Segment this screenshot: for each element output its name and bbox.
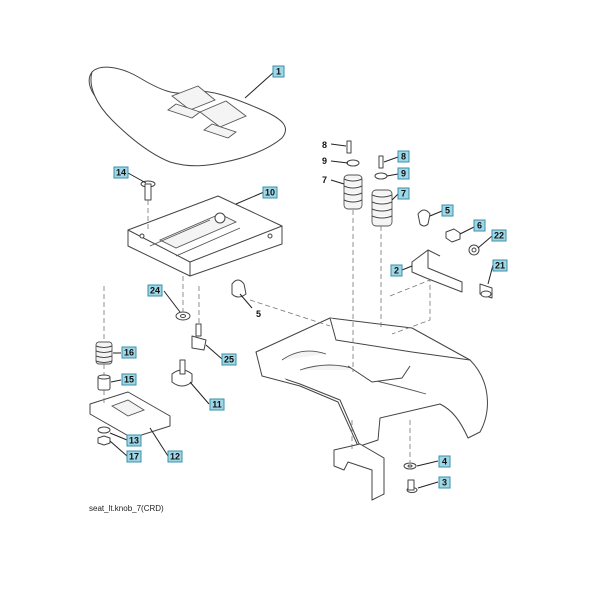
callout-12-label: 12 — [170, 452, 180, 462]
knob-part — [479, 283, 493, 299]
fender-part — [255, 317, 488, 447]
callout-6-label: 6 — [477, 221, 482, 231]
callout-2-label: 2 — [394, 266, 399, 276]
callout-5-right: 5 — [441, 204, 454, 217]
callout-16: 16 — [121, 346, 137, 359]
assembly-lines — [103, 200, 431, 462]
callout-4: 4 — [438, 455, 451, 468]
callout-3-label: 3 — [442, 478, 447, 488]
callout-12: 12 — [167, 450, 183, 463]
seat-pan-part — [127, 195, 283, 277]
callout-8-right: 8 — [397, 150, 410, 163]
spring-left — [343, 140, 363, 210]
callout-6: 6 — [473, 219, 486, 232]
clip-part — [417, 209, 431, 227]
callout-14-label: 14 — [116, 168, 126, 178]
callout-5-right-label: 5 — [445, 206, 450, 216]
bushing-15-part — [97, 374, 111, 391]
bolt-3-part — [406, 479, 418, 493]
callout-8-right-label: 8 — [401, 152, 406, 162]
callout-25-label: 25 — [224, 355, 234, 365]
callout-24-label: 24 — [150, 286, 160, 296]
washer-13-part — [97, 426, 111, 434]
callout-1-label: 1 — [276, 67, 281, 77]
callout-1: 1 — [272, 65, 285, 78]
callout-9-right: 9 — [397, 167, 410, 180]
bracket-part — [411, 249, 463, 293]
washer-part — [403, 462, 417, 470]
callout-9-left-label: 9 — [322, 156, 327, 166]
callout-10-label: 10 — [265, 188, 275, 198]
callout-5-left-label: 5 — [256, 309, 261, 319]
callout-11: 11 — [209, 398, 225, 411]
callout-15: 15 — [121, 373, 137, 386]
callout-22-label: 22 — [494, 231, 504, 241]
clip-5-part — [231, 279, 247, 298]
callout-7-left-label: 7 — [322, 175, 327, 185]
callout-24: 24 — [147, 284, 163, 297]
spring-right — [371, 155, 393, 227]
locknut-part — [468, 244, 480, 256]
washer-24-part — [175, 311, 191, 321]
callout-10: 10 — [262, 186, 278, 199]
callout-8-left-label: 8 — [322, 140, 327, 150]
callout-22: 22 — [491, 229, 507, 242]
callout-21: 21 — [492, 259, 508, 272]
callout-17-label: 17 — [129, 452, 139, 462]
callout-14: 14 — [113, 166, 129, 179]
leader-lines — [109, 71, 494, 489]
callout-9-right-label: 9 — [401, 169, 406, 179]
callout-13: 13 — [126, 434, 142, 447]
spring-16-part — [95, 341, 113, 365]
callout-4-label: 4 — [442, 457, 447, 467]
callout-16-label: 16 — [124, 348, 134, 358]
mount-bracket-part — [333, 443, 385, 501]
seat-part — [88, 66, 286, 167]
callout-15-label: 15 — [124, 375, 134, 385]
nut-part — [445, 228, 461, 243]
diagram-caption: seat_lt.knob_7(CRD) — [89, 504, 164, 513]
callout-7-right: 7 — [397, 187, 410, 200]
knob-11-part — [171, 359, 193, 387]
slide-plate-part — [89, 391, 171, 439]
bolt-part — [140, 180, 156, 201]
nut-17-part — [97, 435, 111, 446]
callout-7-right-label: 7 — [401, 189, 406, 199]
callout-13-label: 13 — [129, 436, 139, 446]
callout-21-label: 21 — [495, 261, 505, 271]
knob-25-part — [191, 323, 207, 351]
callout-11-label: 11 — [212, 400, 222, 410]
callout-17: 17 — [126, 450, 142, 463]
callout-3: 3 — [438, 476, 451, 489]
callout-25: 25 — [221, 353, 237, 366]
callout-2: 2 — [390, 264, 403, 277]
